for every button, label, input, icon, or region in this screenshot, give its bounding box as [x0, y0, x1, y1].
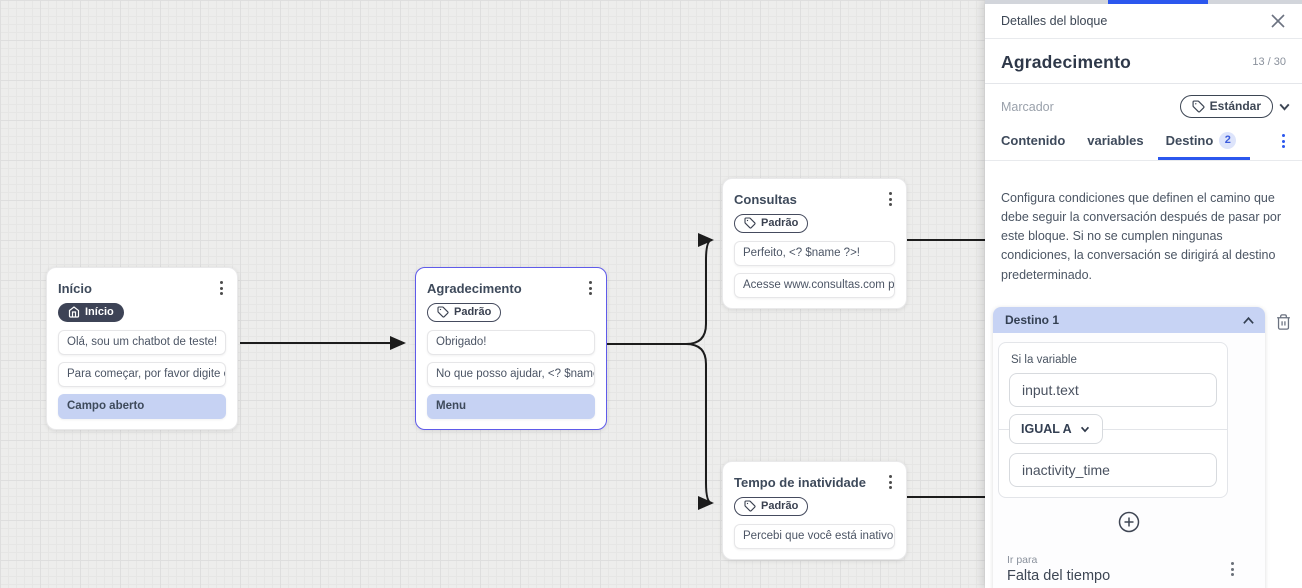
node-message-item[interactable]: Para começar, por favor digite o ... [58, 362, 226, 387]
chevron-down-icon [1080, 426, 1089, 433]
destination-header[interactable]: Destino 1 [993, 307, 1265, 334]
tabs-menu-icon[interactable] [1279, 131, 1288, 151]
node-action-item[interactable]: Menu [427, 394, 595, 419]
add-condition-button[interactable] [1116, 509, 1142, 535]
block-details-panel: Detalles del bloque Agradecimento 13 / 3… [985, 0, 1302, 588]
node-title: Consultas [734, 191, 797, 207]
condition-card: Si la variable IGUAL A [998, 342, 1228, 499]
node-type-badge: Padrão [734, 214, 809, 233]
tab-variables[interactable]: variables [1087, 132, 1144, 148]
char-counter: 13 / 30 [1252, 56, 1286, 68]
destino-count-badge: 2 [1219, 131, 1237, 149]
delete-destination-button[interactable] [1273, 311, 1294, 333]
panel-tabs: Contenido variables Destino 2 [985, 118, 1302, 161]
close-icon [1271, 14, 1285, 28]
goto-value[interactable]: Falta del tiempo [1007, 568, 1111, 585]
tab-destino[interactable]: Destino 2 [1157, 131, 1250, 160]
node-message-item[interactable]: No que posso ajudar, <? $name ... [427, 362, 595, 387]
node-title: Tempo de inatividade [734, 474, 866, 490]
variable-input[interactable] [1009, 373, 1217, 408]
node-message-item[interactable]: Acesse www.consultas.com par... [734, 273, 895, 298]
panel-top-scrollbar[interactable] [985, 0, 1302, 4]
block-title[interactable]: Agradecimento [1001, 52, 1131, 72]
node-menu-icon[interactable] [586, 278, 595, 298]
marker-value-pill[interactable]: Estándar [1179, 95, 1273, 118]
node-message-item[interactable]: Obrigado! [427, 330, 595, 355]
node-consultas[interactable]: Consultas Padrão Perfeito, <? $name ?>! … [722, 178, 907, 309]
destination-description: Configura condiciones que definen el cam… [1001, 190, 1282, 282]
compare-value-input[interactable] [1009, 453, 1217, 488]
node-type-badge: Início [58, 303, 124, 322]
goto-menu-icon[interactable] [1228, 559, 1237, 579]
tag-icon [744, 217, 756, 229]
node-menu-icon[interactable] [217, 278, 226, 298]
node-menu-icon[interactable] [886, 189, 895, 209]
node-menu-icon[interactable] [886, 472, 895, 492]
plus-circle-icon [1118, 512, 1140, 533]
destination-card: Destino 1 Si la variable IGUAL A [993, 307, 1265, 588]
node-title: Agradecimento [427, 280, 522, 296]
tag-icon [1192, 99, 1205, 112]
node-message-item[interactable]: Perfeito, <? $name ?>! [734, 241, 895, 266]
node-action-item[interactable]: Campo aberto [58, 394, 226, 419]
chevron-up-icon[interactable] [1242, 315, 1255, 326]
divider [999, 429, 1227, 431]
node-inicio[interactable]: Início Início Olá, sou um chatbot de tes… [46, 267, 238, 430]
close-panel-button[interactable] [1268, 11, 1288, 31]
destination-title: Destino 1 [1005, 313, 1060, 328]
divider [985, 83, 1302, 84]
marker-label: Marcador [1001, 99, 1054, 114]
tab-contenido[interactable]: Contenido [1001, 132, 1066, 148]
node-title: Início [58, 280, 92, 296]
node-message-item[interactable]: Percebi que você está inativo. C... [734, 524, 895, 549]
chevron-down-icon[interactable] [1277, 99, 1292, 114]
node-agradecimento[interactable]: Agradecimento Padrão Obrigado! No que po… [415, 267, 607, 430]
home-icon [68, 306, 80, 318]
goto-label: Ir para [1007, 554, 1038, 567]
trash-icon [1277, 314, 1290, 330]
node-message-item[interactable]: Olá, sou um chatbot de teste! [58, 330, 226, 355]
tag-icon [437, 306, 449, 318]
node-tempo-inatividade[interactable]: Tempo de inatividade Padrão Percebi que … [722, 461, 907, 560]
node-type-badge: Padrão [734, 497, 809, 516]
operator-select[interactable]: IGUAL A [1009, 414, 1103, 445]
panel-title: Detalles del bloque [1001, 14, 1108, 28]
tag-icon [744, 500, 756, 512]
scrollbar-thumb[interactable] [1108, 0, 1208, 4]
node-type-badge: Padrão [427, 303, 502, 322]
condition-label: Si la variable [1011, 354, 1077, 367]
